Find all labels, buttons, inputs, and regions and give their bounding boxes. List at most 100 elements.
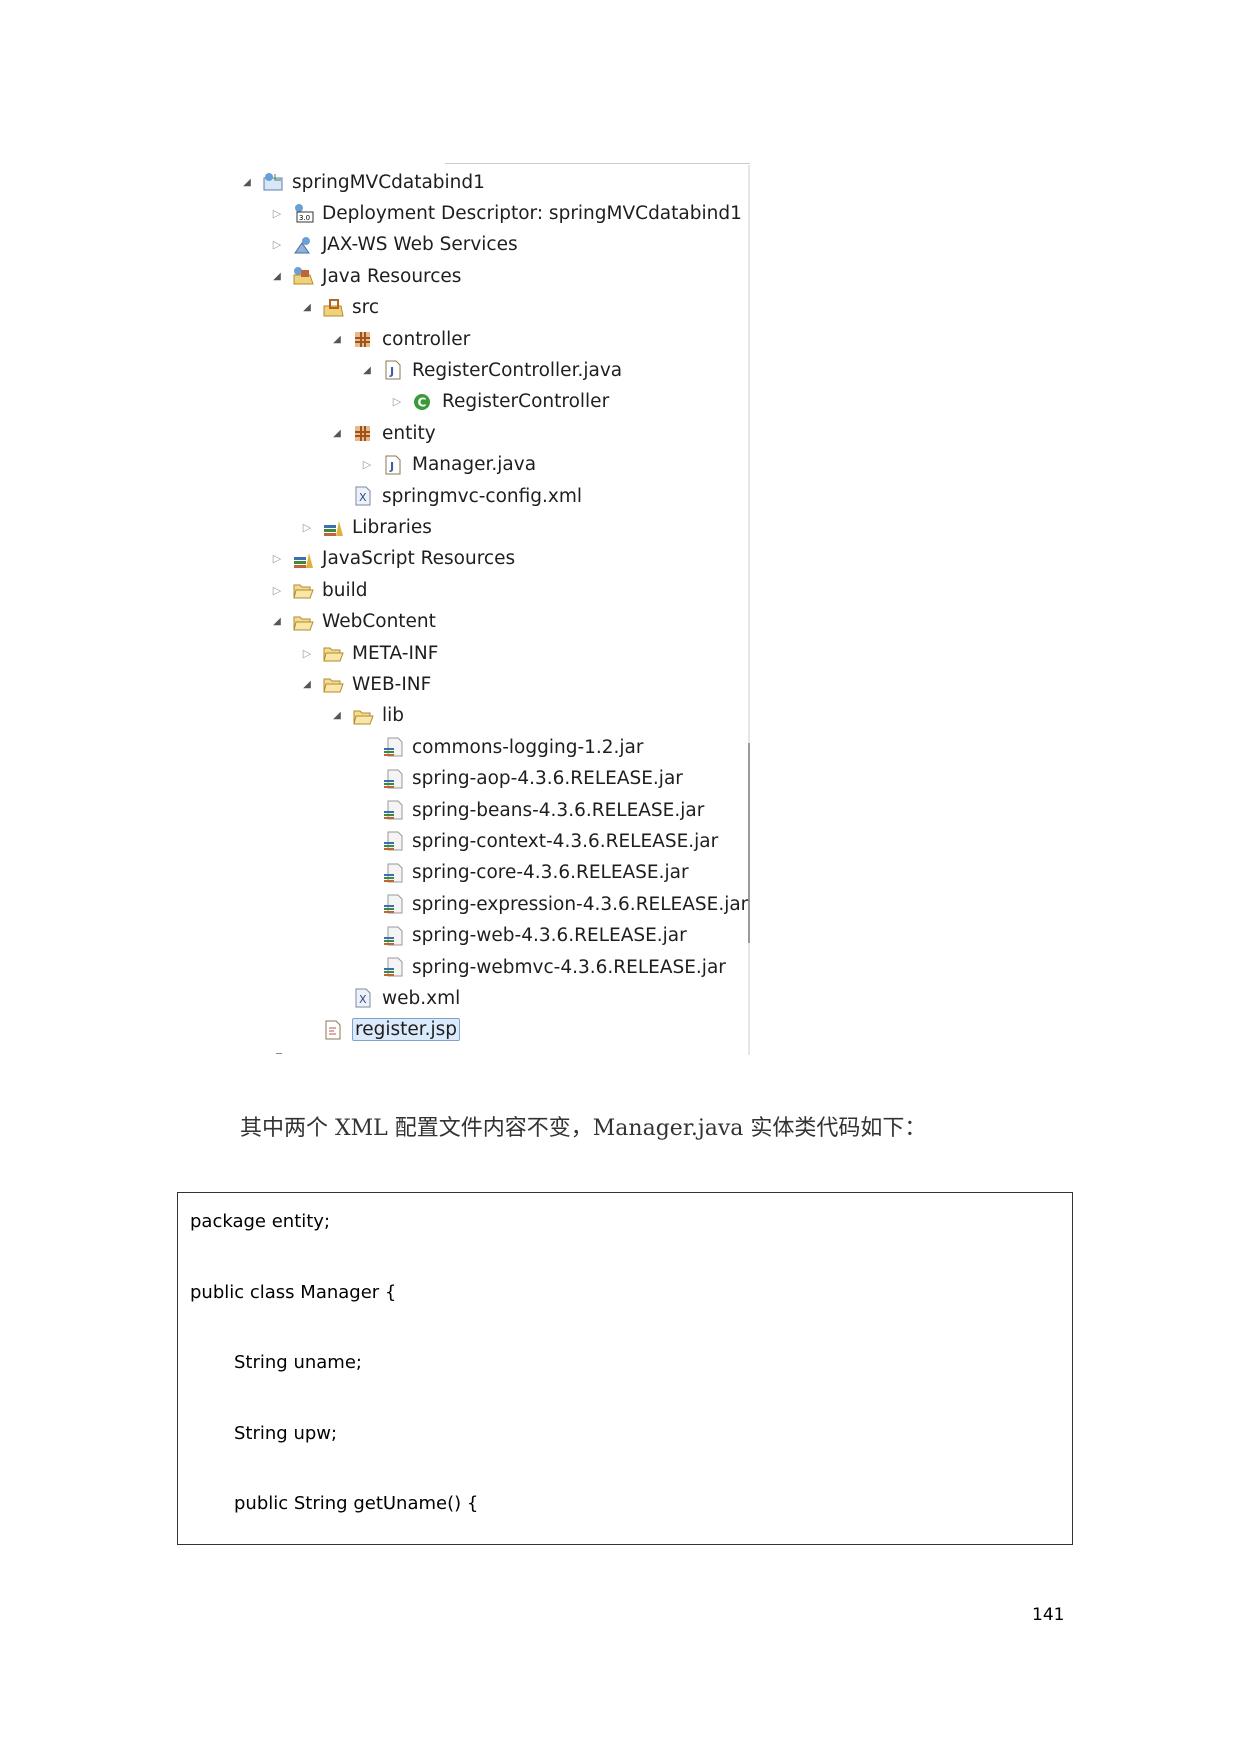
collapsed-arrow-icon[interactable]: ▷ (302, 646, 312, 660)
expanded-arrow-icon[interactable]: ◢ (273, 270, 281, 282)
jar-file-icon (382, 769, 404, 789)
tree-item[interactable]: ◢WebContent (270, 607, 436, 637)
folder-icon (352, 706, 374, 726)
java-resources-icon (292, 266, 314, 286)
jar-file-icon (382, 926, 404, 946)
tree-item-label: Java Resources (322, 265, 462, 287)
libraries-icon (322, 517, 344, 537)
source-folder-icon (322, 298, 344, 318)
collapsed-arrow-icon[interactable]: ▷ (272, 238, 282, 252)
expanded-arrow-icon[interactable]: ◢ (303, 302, 311, 314)
tree-item-label: spring-aop-4.3.6.RELEASE.jar (412, 768, 683, 790)
tree-item-label: spring-web-4.3.6.RELEASE.jar (412, 925, 687, 947)
tree-item[interactable]: ▷JAX-WS Web Services (270, 230, 518, 260)
tree-item[interactable]: ◢src (300, 293, 379, 323)
tree-item-label: entity (382, 422, 436, 444)
expanded-arrow-icon[interactable]: ◢ (333, 333, 341, 345)
tree-item[interactable]: ◢ lib (330, 701, 404, 731)
libraries-icon (292, 549, 314, 569)
tree-item[interactable]: spring-aop-4.3.6.RELEASE.jar (360, 764, 683, 794)
tree-item-label: spring-core-4.3.6.RELEASE.jar (412, 862, 689, 884)
jar-file-icon (382, 863, 404, 883)
scrollbar-thumb[interactable] (748, 743, 750, 943)
tree-item-label: RegisterController.java (412, 359, 623, 381)
svg-text:X: X (359, 993, 367, 1006)
tree-item[interactable]: spring-webmvc-4.3.6.RELEASE.jar (360, 952, 726, 982)
tree-item-label: WEB-INF (352, 673, 432, 695)
tree-item[interactable]: spring-core-4.3.6.RELEASE.jar (360, 858, 689, 888)
expanded-arrow-icon[interactable]: ◢ (333, 710, 341, 722)
collapsed-arrow-icon[interactable]: ▷ (302, 520, 312, 534)
no-expander (360, 929, 374, 943)
code-line: package entity; (190, 1211, 331, 1232)
tree-item-label: web.xml (382, 987, 461, 1009)
no-expander (360, 834, 374, 848)
tree-item[interactable]: spring-web-4.3.6.RELEASE.jar (360, 921, 687, 951)
svg-text:J: J (389, 460, 394, 473)
tree-item-label: spring-context-4.3.6.RELEASE.jar (412, 830, 719, 852)
code-line: public class Manager { (190, 1281, 397, 1303)
page-number: 141 (1032, 1605, 1065, 1625)
xml-file-icon: X (352, 486, 374, 506)
folder-icon (292, 612, 314, 632)
jar-file-icon (382, 800, 404, 820)
collapsed-arrow-icon[interactable]: ▷ (272, 583, 282, 597)
no-expander (330, 991, 344, 1005)
expanded-arrow-icon[interactable]: ◢ (363, 364, 371, 376)
tree-item-label: spring-expression-4.3.6.RELEASE.jar (412, 893, 749, 915)
collapsed-arrow-icon[interactable]: ▷ (362, 458, 372, 472)
tree-item[interactable]: ▷ build (270, 575, 368, 605)
panel-right-border (748, 165, 750, 1055)
caption: 其中两个 XML 配置文件内容不变，Manager.java 实体类代码如下： (240, 1116, 927, 1141)
no-expander (360, 803, 374, 817)
tree-item[interactable]: ▷JavaScript Resources (270, 544, 515, 574)
package-icon (352, 423, 374, 443)
jar-file-icon (382, 737, 404, 757)
java-file-icon: J (382, 455, 404, 475)
tree-item[interactable]: ◢ entity (330, 418, 436, 448)
folder-icon (322, 643, 344, 663)
tree-item-label: build (322, 579, 368, 601)
tree-item[interactable]: ◢ Java Resources (270, 261, 461, 291)
tree-item-label: lib (382, 705, 405, 727)
jsp-file-icon (322, 1020, 344, 1040)
svg-text:J: J (389, 365, 394, 378)
tree-item-label: springMVCdatabind1 (292, 171, 485, 193)
code-block: package entity;public class Manager {Str… (177, 1192, 1073, 1545)
tree-item[interactable]: spring-expression-4.3.6.RELEASE.jar (360, 889, 748, 919)
tree-item-label: commons-logging-1.2.jar (412, 736, 644, 758)
svg-text:3.0: 3.0 (299, 214, 310, 222)
tree-item[interactable]: register.jsp (300, 1015, 461, 1045)
svg-text:X: X (359, 491, 367, 504)
divider (276, 1053, 282, 1054)
collapsed-arrow-icon[interactable]: ▷ (272, 206, 282, 220)
collapsed-arrow-icon[interactable]: ▷ (272, 552, 282, 566)
tree-item[interactable]: ◢ controller (330, 324, 470, 354)
no-expander (360, 897, 374, 911)
tree-item[interactable]: commons-logging-1.2.jar (360, 732, 644, 762)
expanded-arrow-icon[interactable]: ◢ (243, 176, 251, 188)
tree-item[interactable]: spring-context-4.3.6.RELEASE.jar (360, 826, 718, 856)
no-expander (330, 489, 344, 503)
expanded-arrow-icon[interactable]: ◢ (273, 616, 281, 628)
tree-item-label: controller (382, 328, 471, 350)
tree-item[interactable]: ◢ springMVCdatabind1 (240, 167, 485, 197)
tree-item[interactable]: ◢ WEB-INF (300, 669, 431, 699)
tree-item[interactable]: ◢ J RegisterController.java (360, 355, 622, 385)
expanded-arrow-icon[interactable]: ◢ (303, 678, 311, 690)
web-project-icon (262, 172, 284, 192)
expanded-arrow-icon[interactable]: ◢ (333, 427, 341, 439)
tree-item-label: Libraries (352, 516, 432, 538)
package-icon (352, 329, 374, 349)
collapsed-arrow-icon[interactable]: ▷ (392, 395, 402, 409)
tree-item[interactable]: ▷META-INF (300, 638, 439, 668)
tree-item[interactable]: spring-beans-4.3.6.RELEASE.jar (360, 795, 704, 825)
web-services-icon (292, 235, 314, 255)
tree-item[interactable]: ▷ Libraries (300, 512, 432, 542)
